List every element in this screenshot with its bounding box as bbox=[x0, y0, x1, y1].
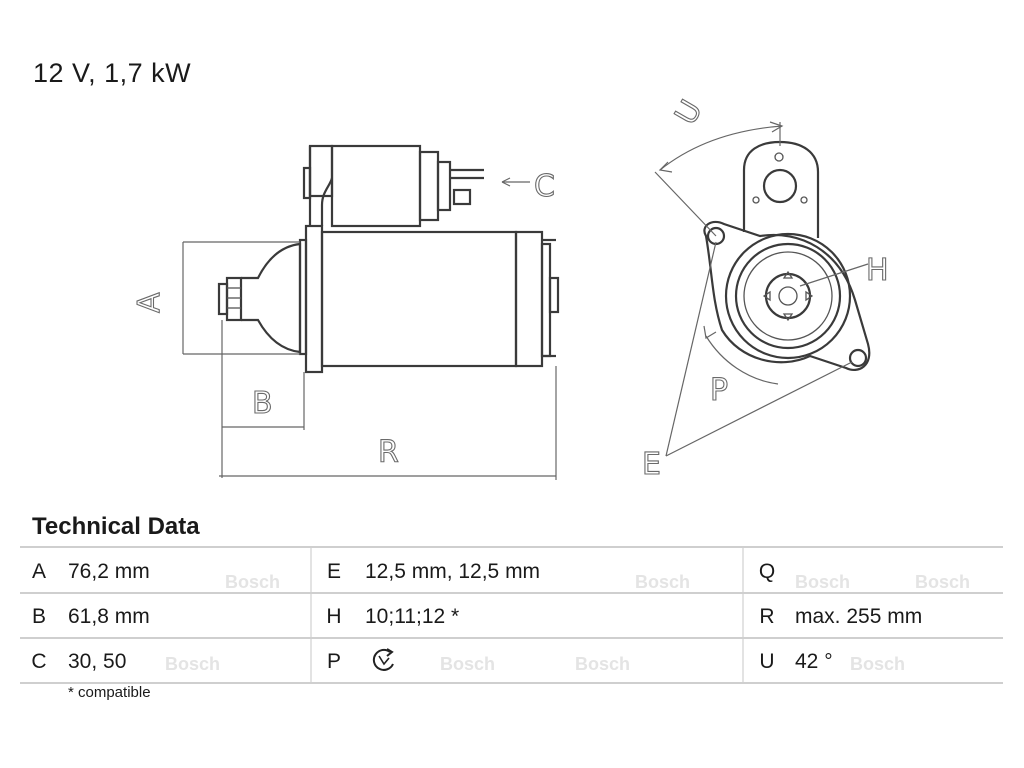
front-view: U H P E bbox=[641, 94, 889, 483]
spec-key: C bbox=[31, 650, 47, 673]
technical-data-title: Technical Data bbox=[32, 513, 200, 540]
label-c: C bbox=[534, 169, 555, 204]
label-r: R bbox=[378, 435, 399, 470]
label-u: U bbox=[668, 94, 709, 131]
table-row: B 61,8 mm H 10;11;12 * R max. 255 mm bbox=[20, 593, 1003, 639]
column-divider bbox=[742, 548, 744, 684]
table-row: A 76,2 mm E 12,5 mm, 12,5 mm Q bbox=[20, 548, 1003, 594]
label-a: A bbox=[132, 292, 167, 313]
footnote: * compatible bbox=[68, 684, 151, 701]
spec-value: 61,8 mm bbox=[68, 605, 150, 628]
spec-value: 42 ° bbox=[795, 650, 833, 673]
technical-data-table: Bosch Bosch Bosch Bosch Bosch Bosch Bosc… bbox=[20, 546, 1003, 684]
label-e: E bbox=[642, 447, 661, 482]
watermark: Bosch bbox=[165, 654, 221, 674]
table-row: C 30, 50 P U 42 ° bbox=[20, 638, 1003, 684]
watermark: Bosch bbox=[635, 572, 691, 592]
side-view: A B R C bbox=[131, 144, 560, 480]
starter-motor-drawing: A B R C bbox=[131, 94, 889, 483]
spec-key: A bbox=[31, 560, 46, 583]
spec-value: 76,2 mm bbox=[68, 560, 150, 583]
spec-value: 12,5 mm, 12,5 mm bbox=[365, 560, 541, 583]
spec-key: B bbox=[31, 605, 46, 628]
clockwise-rotation-icon bbox=[372, 648, 394, 671]
spec-key: U bbox=[759, 650, 775, 673]
pinion-gear-icon bbox=[762, 270, 814, 322]
spec-key: H bbox=[326, 605, 342, 628]
column-divider bbox=[310, 548, 312, 684]
spec-key: E bbox=[326, 560, 341, 583]
label-p: P bbox=[710, 373, 728, 408]
watermark: Bosch bbox=[850, 654, 906, 674]
label-h: H bbox=[866, 253, 889, 288]
spec-value: max. 255 mm bbox=[795, 605, 923, 628]
spec-key: Q bbox=[758, 560, 776, 583]
watermark: Bosch bbox=[915, 572, 971, 592]
spec-value: 30, 50 bbox=[68, 650, 127, 673]
page-title: 12 V, 1,7 kW bbox=[33, 58, 192, 88]
spec-value: 10;11;12 * bbox=[365, 605, 460, 628]
label-b: B bbox=[252, 386, 273, 421]
spec-key: R bbox=[759, 605, 775, 628]
watermark: Bosch bbox=[440, 654, 496, 674]
watermark: Bosch bbox=[795, 572, 851, 592]
watermark: Bosch bbox=[225, 572, 281, 592]
spec-key: P bbox=[326, 650, 341, 673]
watermark: Bosch bbox=[575, 654, 631, 674]
